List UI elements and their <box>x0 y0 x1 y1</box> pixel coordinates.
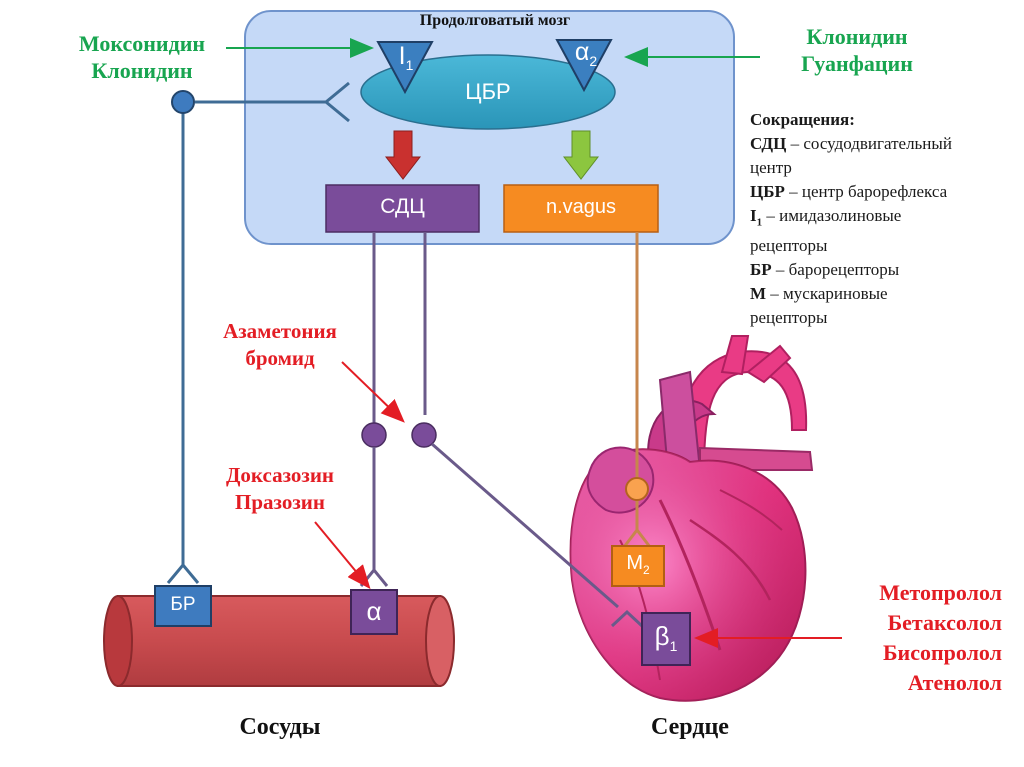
ganglion-neuron-heart <box>411 422 437 448</box>
vagus-label: n.vagus <box>545 196 617 218</box>
heart-title: Сердце <box>651 714 729 740</box>
medulla-title: Продолговатый мозг <box>419 12 571 29</box>
beta-blockers-label: Метопролол Бетаксолол Бисопролол Атеноло… <box>879 580 1002 695</box>
i1-receptor-label: I1 <box>398 42 414 73</box>
abbr-sdc: СДЦ – сосудодвигательный <box>750 134 952 153</box>
a2-receptor-triangle <box>555 39 613 93</box>
a2-receptor-label: α2 <box>574 38 598 69</box>
sdc-label: СДЦ <box>380 195 425 218</box>
doxazosin-arrow <box>314 521 371 590</box>
m2-receptor-box <box>611 545 665 587</box>
baroreceptor-label: БР <box>170 594 196 615</box>
cbr-to-vagus-arrow <box>562 130 600 180</box>
alpha-receptor-label: α <box>366 596 382 626</box>
alpha-receptor-box <box>350 589 398 635</box>
abbreviations-heading: Сокращения: <box>750 110 855 129</box>
i1-receptor-triangle <box>376 41 434 95</box>
abbr-i1: I1 – имидазолиновые <box>750 206 902 229</box>
cbr-to-sdc-arrow <box>384 130 422 180</box>
abbreviations-legend: Сокращения: СДЦ – сосудодвигательный цен… <box>750 108 1018 330</box>
m2-receptor-label: M2 <box>626 552 650 577</box>
vagus-box <box>503 184 659 233</box>
abbr-m: М – мускариновые <box>750 284 888 304</box>
azamethonium-arrow <box>341 361 405 423</box>
heart-illustration <box>569 335 814 702</box>
sdc-box <box>325 184 480 233</box>
vagus-ganglion-neuron <box>625 477 649 501</box>
baroreceptor-box <box>154 585 212 627</box>
baroreceptor-nerve <box>166 81 350 584</box>
vagus-fiber <box>622 232 652 548</box>
postganglionic-heart-fiber <box>431 442 644 628</box>
ganglion-neuron-vessel <box>361 422 387 448</box>
b1-receptor-box <box>641 612 691 666</box>
baroreceptor-neuron-body <box>171 90 195 114</box>
vessels-title: Сосуды <box>239 714 321 740</box>
abbr-br: БР – барорецепторы <box>750 260 900 280</box>
preganglionic-fibers <box>372 232 427 425</box>
cbr-label: ЦБР <box>465 79 511 104</box>
b1-receptor-label: β1 <box>654 621 678 655</box>
abbr-cbr: ЦБР – центр барорефлекса <box>750 182 948 201</box>
cbr-ellipse <box>360 54 616 130</box>
